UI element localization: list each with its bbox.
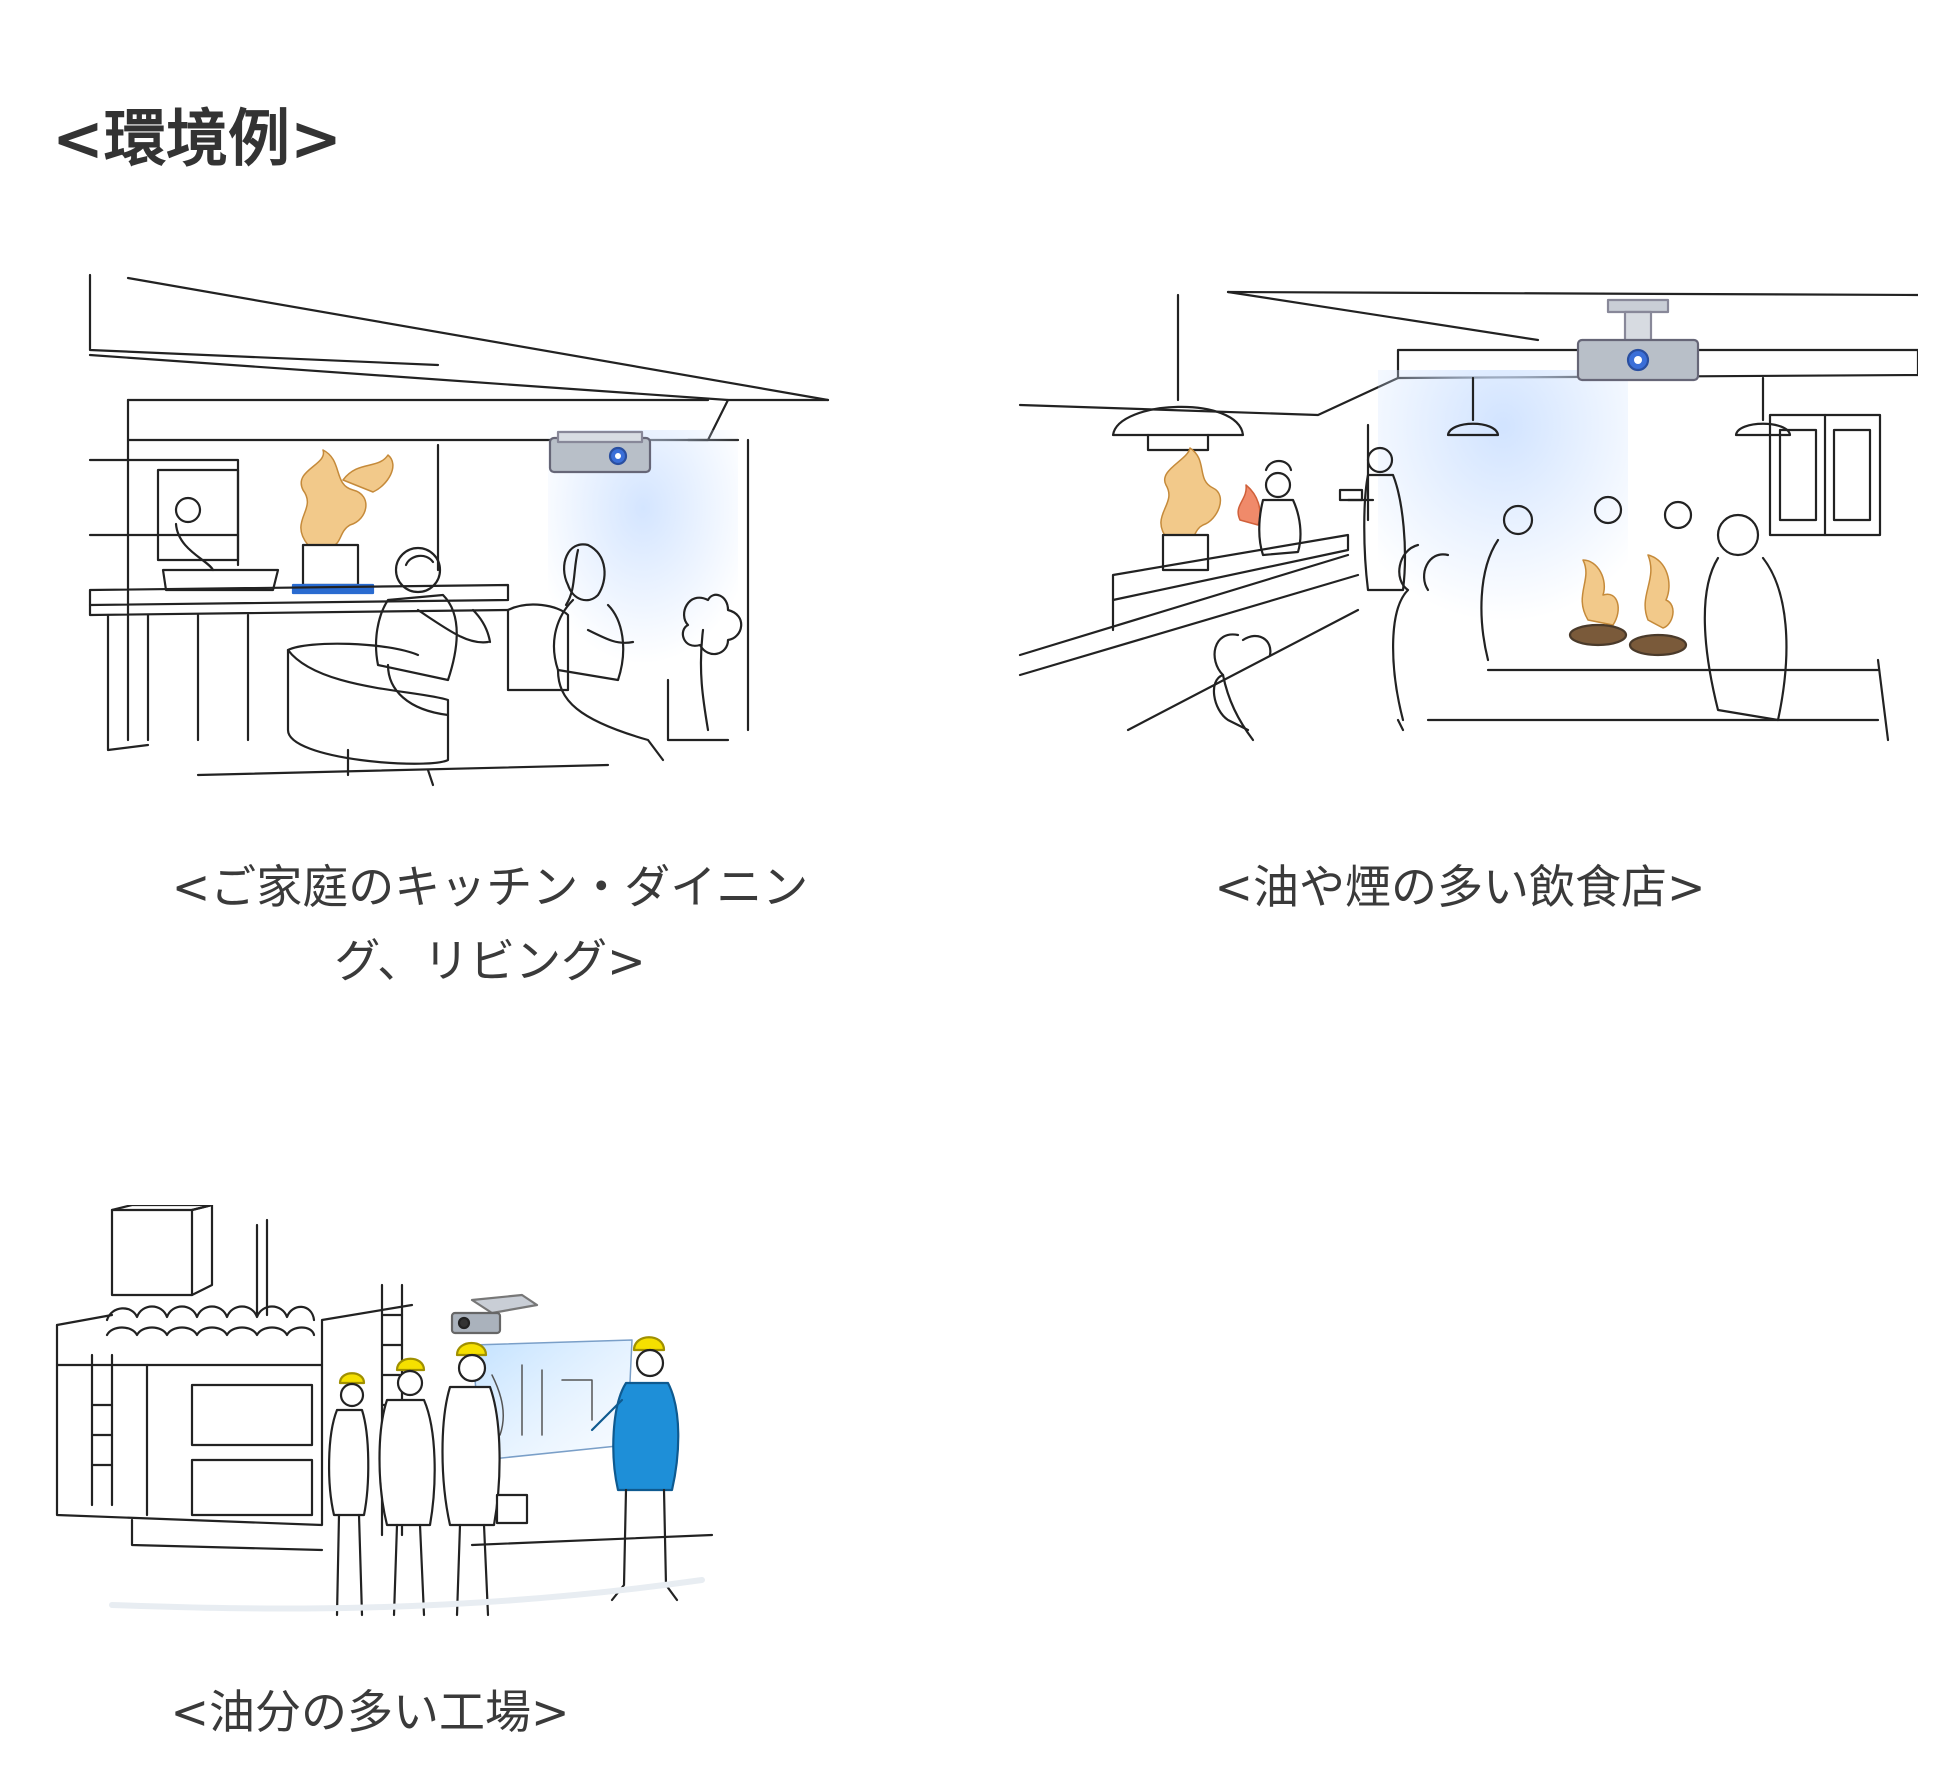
worker-figure (378, 1357, 436, 1617)
projector-light-beam (548, 430, 738, 690)
kitchen-living-illustration (88, 270, 848, 790)
worker-figure (327, 1372, 370, 1617)
steam-icon (300, 449, 394, 549)
restaurant-illustration (1018, 290, 1918, 760)
steam-icon (1160, 447, 1222, 546)
pendant-lamp-icon (1111, 405, 1245, 437)
caption-restaurant: <油や煙の多い飲食店> (1140, 850, 1780, 924)
projector-icon (1576, 298, 1700, 382)
factory-illustration (52, 1205, 742, 1645)
caption-restaurant-line1: <油や煙の多い飲食店> (1214, 860, 1706, 914)
steam-icon (1581, 554, 1674, 629)
projector-icon (548, 430, 652, 474)
pipe-cluster-icon (105, 1305, 316, 1337)
caption-factory-line1: <油分の多い工場> (170, 1685, 570, 1739)
worker-figure (441, 1341, 529, 1617)
caption-factory: <油分の多い工場> (90, 1675, 650, 1749)
caption-kitchen-line1: <ご家庭のキッチン・ダイニン (171, 860, 809, 914)
projector-icon (450, 1293, 539, 1335)
flame-icon (1237, 484, 1261, 526)
page-heading: <環境例> (52, 102, 342, 175)
caption-kitchen-line2: グ、リビング> (334, 934, 646, 988)
caption-kitchen: <ご家庭のキッチン・ダイニン グ、リビング> (90, 850, 890, 998)
worker-figure (590, 1336, 680, 1602)
